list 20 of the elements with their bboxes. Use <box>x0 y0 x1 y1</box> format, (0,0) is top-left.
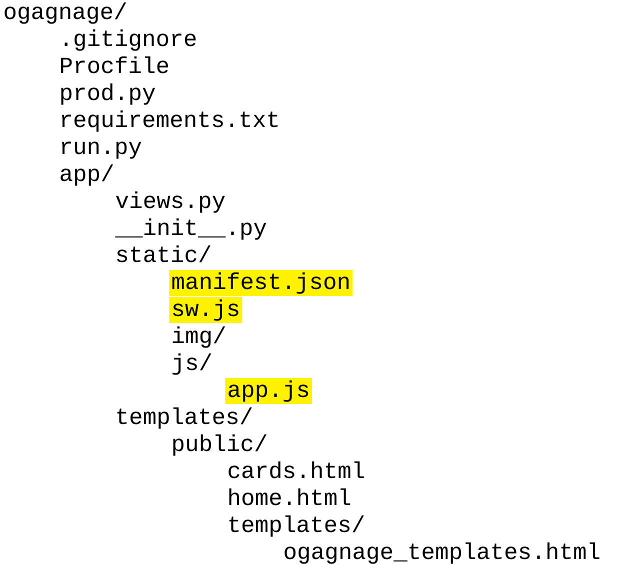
file-name: ogagnage_templates.html <box>284 542 600 564</box>
file-name: ogagnage/ <box>4 2 126 24</box>
file-name: requirements.txt <box>62 110 278 132</box>
file-name: templates/ <box>229 515 364 537</box>
file-name: public/ <box>173 434 266 456</box>
file-name: run.py <box>62 142 142 159</box>
highlighted-file-name: sw.js <box>169 297 242 323</box>
file-name: js/ <box>172 353 212 375</box>
file-name: views.py <box>116 191 225 213</box>
file-name: app/ <box>60 164 114 186</box>
file-name: static/ <box>117 245 210 262</box>
file-name: home.html <box>229 488 350 506</box>
highlighted-file-name: app.js <box>225 378 312 404</box>
file-name: .gitignore <box>64 29 196 51</box>
file-name: templates/ <box>117 407 252 429</box>
file-name: prod.py <box>61 83 156 105</box>
file-name: img/ <box>172 326 226 348</box>
file-name: __init__.py <box>115 218 266 240</box>
file-name: Procfile <box>61 56 168 74</box>
file-name: cards.html <box>228 461 364 478</box>
